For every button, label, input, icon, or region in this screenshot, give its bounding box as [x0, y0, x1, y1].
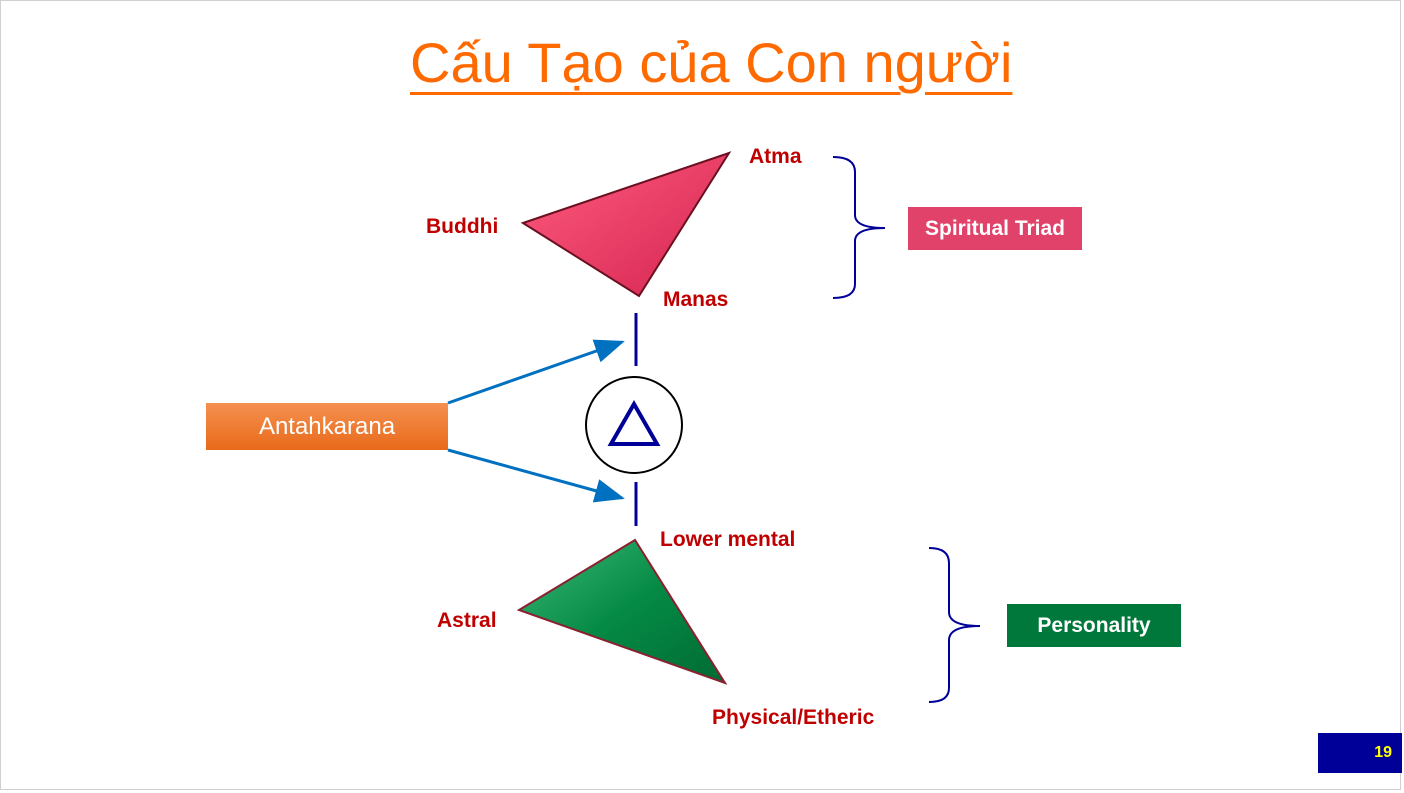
- delta-icon: [607, 399, 661, 446]
- spiritual-triangle: [520, 151, 732, 298]
- arrow-down: [447, 448, 625, 503]
- page-number: 19: [1318, 733, 1402, 773]
- center-circle: [585, 376, 683, 474]
- label-physical: Physical/Etheric: [712, 706, 875, 729]
- antahkarana-box: Antahkarana: [206, 403, 448, 450]
- personality-triangle: [516, 538, 728, 685]
- personality-box: Personality: [1007, 604, 1181, 647]
- label-lower-mental: Lower mental: [660, 528, 796, 551]
- label-astral: Astral: [437, 609, 497, 632]
- arrow-up: [447, 339, 625, 405]
- spiritual-triad-box: Spiritual Triad: [908, 207, 1082, 250]
- bracket-spiritual: [832, 156, 886, 299]
- label-atma: Atma: [749, 145, 802, 168]
- label-manas: Manas: [663, 288, 729, 311]
- label-buddhi: Buddhi: [426, 215, 499, 238]
- bracket-personality: [928, 547, 981, 703]
- slide-title: Cấu Tạo của Con người: [410, 31, 1013, 94]
